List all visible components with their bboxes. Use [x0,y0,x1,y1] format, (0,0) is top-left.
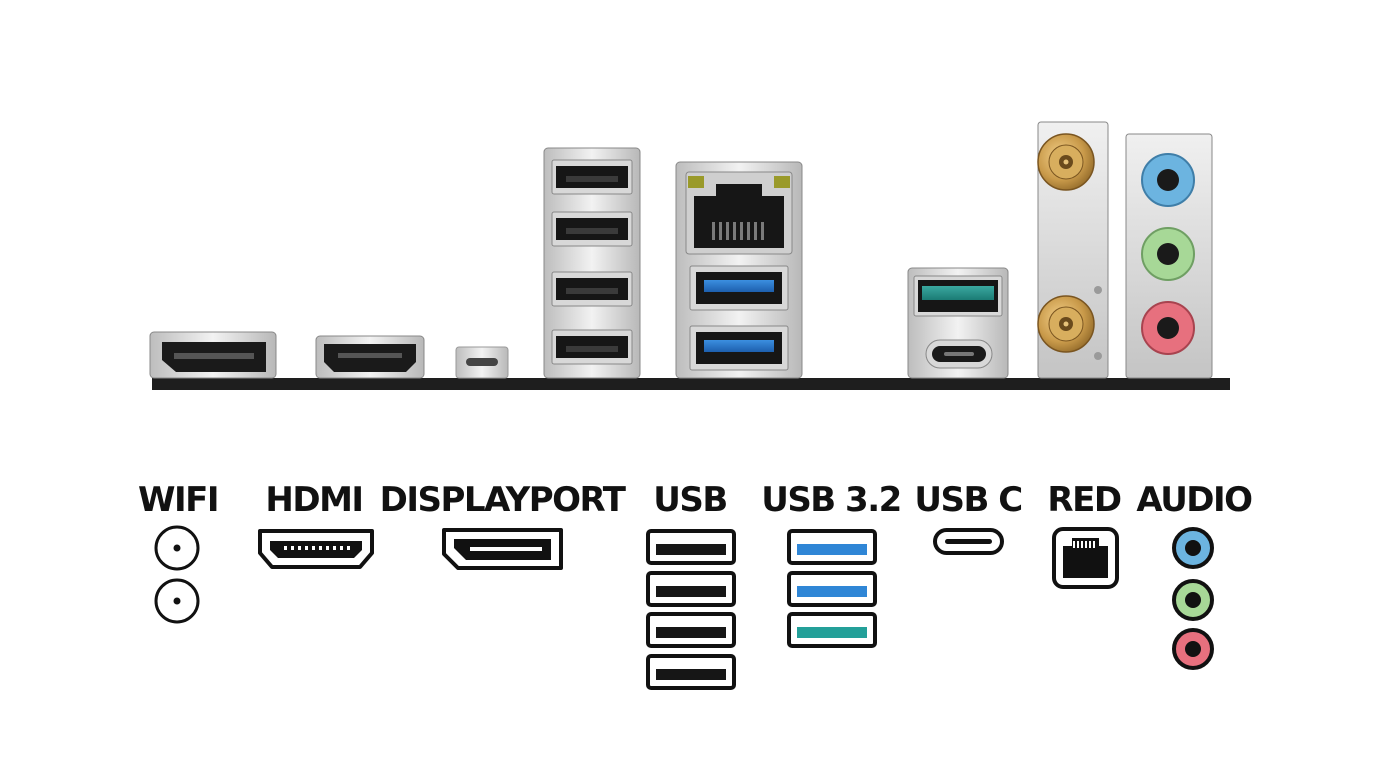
audio-jack-icon [1172,579,1214,621]
audio-jack-icon [1172,527,1214,569]
legend-label-usb32: USB 3.2 [761,480,902,520]
photo-lan-usb3-stack [675,161,803,379]
legend-label-red: RED [1047,480,1122,520]
usb-c-port-icon [933,528,1004,555]
usb-3-port-icon [787,529,877,565]
pcb-edge [152,378,1230,390]
photo-hdmi-port [315,335,425,379]
antenna-connector-icon [154,578,200,624]
io-panel-illustration [149,121,1230,390]
usb-a-port-icon [646,612,736,648]
legend-label-usbc: USB C [914,480,1023,520]
photo-small-button [455,346,509,379]
photo-usb3-teal-usbc-stack [907,267,1009,379]
usb-a-port-icon [646,571,736,607]
legend-icons [154,525,1214,690]
legend-label-audio: AUDIO [1136,480,1253,520]
photo-wifi-antenna-plate [1037,121,1109,379]
antenna-connector-icon [154,525,200,571]
ethernet-port-icon [1052,527,1119,589]
displayport-port-icon [442,528,563,570]
legend-label-hdmi: HDMI [265,480,364,520]
usb-3-port-icon [787,571,877,607]
usb-3-port-icon [787,612,877,648]
legend-label-displayport: DISPLAYPORT [379,480,626,520]
hdmi-port-icon [258,529,374,569]
legend-label-wifi: WIFI [137,480,220,520]
photo-displayport-port [149,331,277,379]
usb-a-port-icon [646,654,736,690]
audio-jack-icon [1172,628,1214,670]
photo-audio-plate [1125,133,1213,379]
usb-a-port-icon [646,529,736,565]
photo-usb2-stack [543,147,641,379]
legend-label-usb: USB [653,480,728,520]
